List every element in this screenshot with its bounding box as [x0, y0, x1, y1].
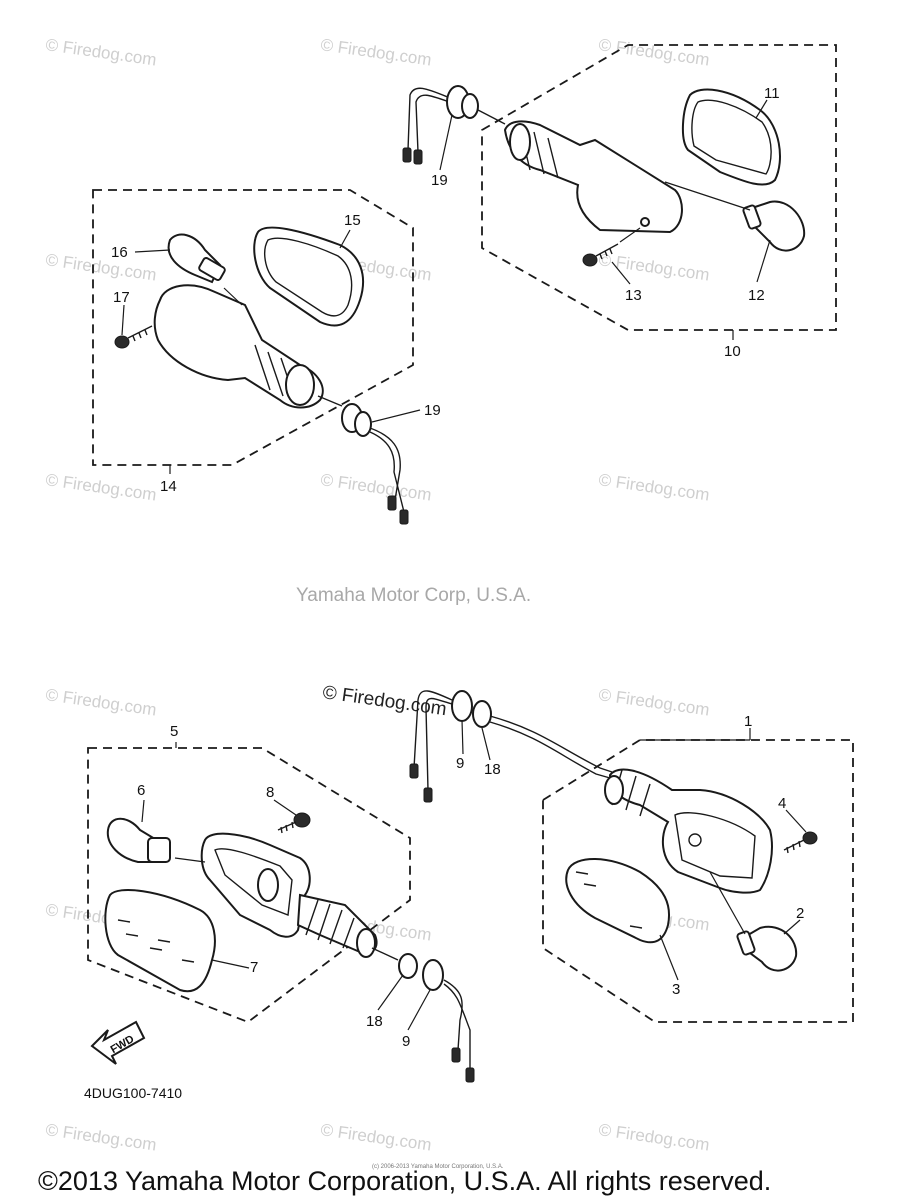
assembly-14-group: 16 15 17 19 14 — [92, 189, 441, 525]
watermark: © Firedog.com — [319, 35, 432, 69]
callout-18: 18 — [366, 1013, 383, 1030]
lens — [682, 88, 781, 186]
bulb — [750, 200, 806, 252]
lens — [565, 858, 670, 944]
callout-15: 15 — [344, 212, 361, 229]
signal-housing — [608, 768, 773, 894]
watermark: © Firedog.com — [319, 1120, 432, 1154]
watermark: © Firedog.com — [44, 685, 157, 719]
callout-7: 7 — [250, 959, 258, 976]
assembly-10-boundary — [481, 44, 837, 331]
callout-16: 16 — [111, 244, 128, 261]
callout-19: 19 — [424, 402, 441, 419]
watermark: © Firedog.com — [597, 250, 710, 284]
callout-1: 1 — [744, 713, 752, 730]
callout-14: 14 — [160, 478, 177, 495]
wire-lead — [489, 715, 613, 773]
callout-9: 9 — [456, 755, 464, 772]
assembly-5-group: 5 6 8 7 18 9 — [87, 723, 475, 1083]
diagram-code: 4DUG100-7410 — [84, 1085, 182, 1101]
callout-9: 9 — [402, 1033, 410, 1050]
callout-5: 5 — [170, 723, 178, 740]
callout-17: 17 — [113, 289, 130, 306]
callout-19: 19 — [431, 172, 448, 189]
callout-6: 6 — [137, 782, 145, 799]
fine-print: (c) 2006-2013 Yamaha Motor Corporation, … — [372, 1164, 504, 1170]
grommet — [398, 953, 418, 979]
forward-arrow-icon: FWD — [90, 1020, 146, 1065]
screw — [582, 227, 641, 267]
grommet — [472, 700, 492, 728]
callout-10: 10 — [724, 343, 741, 360]
watermark: © Firedog.com — [597, 685, 710, 719]
signal-housing — [153, 284, 324, 409]
callout-8: 8 — [266, 784, 274, 801]
signal-housing — [503, 120, 683, 234]
watermark: © Firedog.com — [44, 35, 157, 69]
bulb — [744, 925, 798, 972]
watermark: © Firedog.com — [597, 1120, 710, 1154]
assembly-14-boundary — [92, 189, 414, 466]
callout-12: 12 — [748, 287, 765, 304]
watermark: © Firedog.com — [597, 470, 710, 504]
callout-13: 13 — [625, 287, 642, 304]
callout-2: 2 — [796, 905, 804, 922]
copyright-footer: ©2013 Yamaha Motor Corporation, U.S.A. A… — [38, 1166, 771, 1196]
grommet — [422, 959, 444, 991]
callout-4: 4 — [778, 795, 786, 812]
assembly-5-boundary — [87, 747, 411, 1024]
callout-18: 18 — [484, 761, 501, 778]
lens — [253, 226, 365, 327]
wire-lead — [369, 427, 401, 501]
watermark: © Firedog.com — [319, 470, 432, 504]
wire-lead — [443, 979, 463, 1051]
assembly-10-group: 19 11 12 13 10 — [402, 44, 837, 360]
grommet — [451, 690, 473, 722]
assembly-1-group: 1 4 2 3 9 18 — [409, 690, 854, 1023]
callout-3: 3 — [672, 981, 680, 998]
callout-11: 11 — [764, 85, 780, 102]
watermark-dark: © Firedog.com — [321, 682, 448, 720]
screw — [783, 831, 818, 854]
watermark: © Firedog.com — [44, 470, 157, 504]
watermark: © Firedog.com — [44, 1120, 157, 1154]
manufacturer-credit: Yamaha Motor Corp, U.S.A. — [296, 585, 531, 606]
screw — [114, 325, 153, 349]
screw — [277, 812, 311, 834]
watermark: © Firedog.com — [44, 250, 157, 284]
